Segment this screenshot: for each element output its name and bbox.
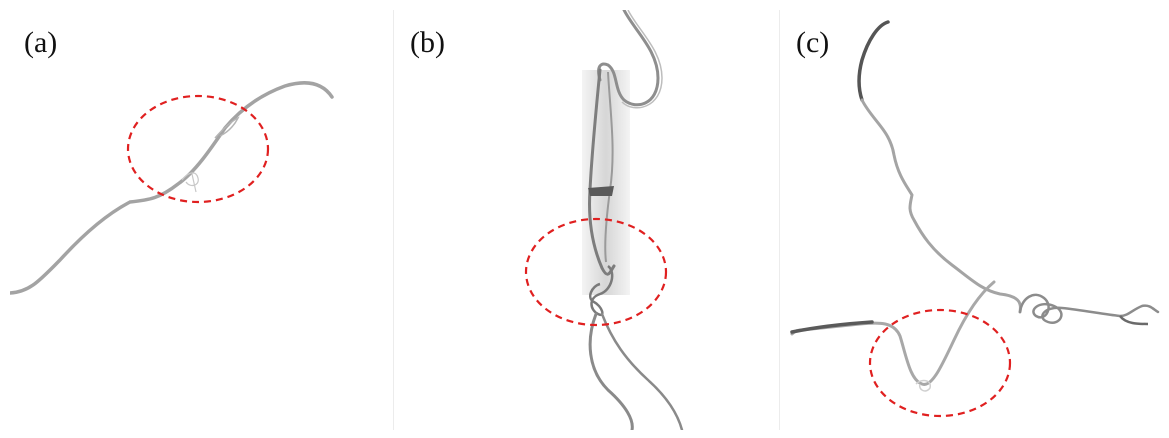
highlight-ellipse [126,94,270,204]
panel-a-image [10,81,334,295]
fiber-strand-bottom-2 [600,312,684,430]
fiber-strand-dark-top [857,20,890,102]
panel-c-image [790,20,1160,418]
fiber-strand-mid [588,68,616,276]
fiber-strand-main [860,98,1022,314]
highlight-ellipse [868,308,1012,418]
panel-label: (b) [410,26,445,59]
fiber-knot [181,172,199,193]
fiber-strand-v [790,280,996,386]
fiber-knot [589,265,614,316]
panel-divider [779,10,780,430]
fiber-knot [915,379,931,392]
fiber-strand-top [597,10,660,107]
fiber-strand-loop-right [1018,293,1160,324]
fiber-strand-top-2 [621,10,663,109]
panel-label: (c) [796,26,830,59]
panel-c: (c) [782,10,1160,430]
fiber-strand-right-tail [1119,315,1149,326]
panel-divider [393,10,394,430]
fiber-dark-blob [588,186,614,196]
panel-a: (a) [10,10,390,430]
panel-b: (b) [396,10,776,430]
fiber-strand-bottom [588,312,634,430]
panel-b-image [524,10,684,430]
panel-label: (a) [24,26,58,59]
fiber-strand-dark-left [790,320,874,334]
highlight-ellipse [524,217,668,327]
fiber-strand [10,81,334,295]
fiber-strand-secondary [214,116,240,139]
